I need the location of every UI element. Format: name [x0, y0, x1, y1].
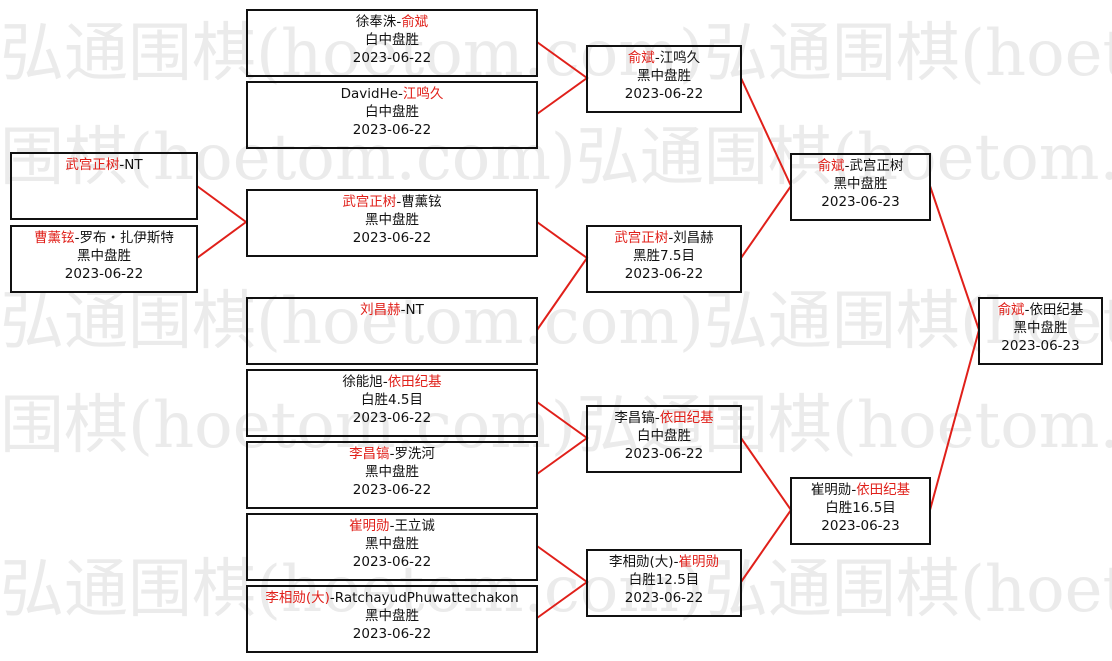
- black-player-name: 李相勋(大): [265, 590, 330, 606]
- match-result: 白中盘胜: [365, 32, 419, 48]
- black-player-name: 武宫正树: [614, 230, 669, 246]
- match-result: 白胜12.5目: [628, 572, 700, 588]
- bracket-connector: [536, 221, 589, 331]
- match-date: 2023-06-22: [352, 122, 432, 138]
- black-player-name: 俞斌: [997, 302, 1025, 318]
- black-player-name: 俞斌: [817, 158, 845, 174]
- black-player-name: 曹薰铉: [34, 230, 75, 246]
- black-player-name: 武宫正树: [342, 194, 397, 210]
- white-player-name: 崔明勋: [678, 554, 719, 570]
- match-date: 2023-06-22: [352, 626, 432, 642]
- white-player-name: 江鸣久: [659, 50, 701, 66]
- match-box[interactable]: 曹薰铉-罗布・扎伊斯特 黑中盘胜 2023-06-22: [10, 225, 198, 293]
- black-player-name: 俞斌: [627, 50, 655, 66]
- match-box[interactable]: 李昌镐-依田纪基 白中盘胜 2023-06-22: [586, 405, 742, 473]
- black-player-name: 刘昌赫: [360, 302, 401, 318]
- match-result: 黑胜7.5目: [633, 248, 695, 264]
- black-player-name: 李昌镐: [614, 410, 655, 426]
- match-result: 黑中盘胜: [365, 608, 419, 624]
- white-player-name: 依田纪基: [387, 374, 442, 390]
- match-box[interactable]: 李相勋(大)-RatchayudPhuwattechakon 黑中盘胜 2023…: [246, 585, 538, 653]
- match-box[interactable]: 武宫正树-刘昌赫 黑胜7.5目 2023-06-22: [586, 225, 742, 293]
- match-box[interactable]: 李昌镐-罗洗河 黑中盘胜 2023-06-22: [246, 441, 538, 509]
- bracket-connector: [740, 77, 793, 259]
- match-box[interactable]: 徐能旭-依田纪基 白胜4.5目 2023-06-22: [246, 369, 538, 437]
- match-result: 黑中盘胜: [1013, 320, 1068, 336]
- white-player-name: 王立诚: [394, 518, 435, 534]
- black-player-name: 崔明勋: [810, 482, 852, 498]
- match-date: 2023-06-22: [624, 86, 704, 102]
- black-player-name: 武宫正树: [65, 157, 120, 173]
- white-player-name: 罗布・扎伊斯特: [79, 230, 174, 246]
- match-date: 2023-06-22: [624, 446, 704, 462]
- black-player-name: 徐奉洙: [355, 14, 397, 30]
- bracket-connector: [536, 401, 589, 475]
- match-box[interactable]: 俞斌-江鸣久 黑中盘胜 2023-06-22: [586, 45, 742, 113]
- match-box[interactable]: 徐奉洙-俞斌 白中盘胜 2023-06-22: [246, 9, 538, 77]
- match-date: 2023-06-22: [352, 50, 432, 66]
- white-player-name: 罗洗河: [394, 446, 435, 462]
- match-date: 2023-06-22: [624, 266, 704, 282]
- match-date: 2023-06-22: [352, 410, 432, 426]
- match-result: 白中盘胜: [365, 104, 419, 120]
- match-result: 白胜4.5目: [361, 392, 423, 408]
- bracket-connector: [929, 185, 981, 511]
- match-date: 2023-06-23: [1001, 338, 1080, 354]
- match-box[interactable]: 刘昌赫-NT: [246, 297, 538, 365]
- white-player-name: 依田纪基: [856, 482, 911, 498]
- match-box[interactable]: DavidHe-江鸣久 白中盘胜 2023-06-22: [246, 81, 538, 149]
- bracket-connector: [740, 437, 793, 583]
- bracket-connector: [536, 545, 589, 619]
- bracket-connector: [536, 41, 589, 115]
- white-player-name: 江鸣久: [402, 86, 444, 102]
- white-player-name: 依田纪基: [1029, 302, 1084, 318]
- match-box[interactable]: 武宫正树-曹薰铉 黑中盘胜 2023-06-22: [246, 189, 538, 257]
- black-player-name: 崔明勋: [349, 518, 390, 534]
- match-box[interactable]: 武宫正树-NT: [10, 152, 198, 220]
- match-result: 黑中盘胜: [365, 464, 419, 480]
- match-date: 2023-06-23: [821, 194, 900, 210]
- white-player-name: 曹薰铉: [401, 194, 442, 210]
- black-player-name: DavidHe: [340, 86, 399, 102]
- match-result: 黑中盘胜: [365, 212, 419, 228]
- white-player-name: NT: [405, 302, 424, 318]
- bracket-connector: [196, 185, 248, 259]
- match-box[interactable]: 崔明勋-依田纪基 白胜16.5目 2023-06-23: [790, 477, 931, 545]
- match-date: 2023-06-22: [352, 230, 432, 246]
- match-box[interactable]: 李相勋(大)-崔明勋 白胜12.5目 2023-06-22: [586, 549, 742, 617]
- final-match-box[interactable]: 俞斌-依田纪基 黑中盘胜 2023-06-23: [978, 297, 1103, 365]
- match-result: 黑中盘胜: [833, 176, 888, 192]
- white-player-name: 俞斌: [401, 14, 429, 30]
- match-date: 2023-06-22: [64, 266, 144, 282]
- match-date: 2023-06-22: [352, 554, 432, 570]
- match-date: 2023-06-22: [624, 590, 704, 606]
- white-player-name: 刘昌赫: [673, 230, 714, 246]
- match-result: 黑中盘胜: [365, 536, 419, 552]
- match-result: 黑中盘胜: [637, 68, 691, 84]
- white-player-name: 武宫正树: [849, 158, 904, 174]
- black-player-name: 李相勋(大): [609, 554, 674, 570]
- match-date: 2023-06-22: [352, 482, 432, 498]
- white-player-name: NT: [124, 157, 143, 173]
- match-result: 白中盘胜: [637, 428, 691, 444]
- match-result: 黑中盘胜: [77, 248, 131, 264]
- black-player-name: 李昌镐: [349, 446, 390, 462]
- white-player-name: RatchayudPhuwattechakon: [334, 590, 519, 606]
- match-result: 白胜16.5目: [825, 500, 896, 516]
- match-date: 2023-06-23: [821, 518, 900, 534]
- match-box[interactable]: 俞斌-武宫正树 黑中盘胜 2023-06-23: [790, 153, 931, 221]
- black-player-name: 徐能旭: [342, 374, 383, 390]
- match-box[interactable]: 崔明勋-王立诚 黑中盘胜 2023-06-22: [246, 513, 538, 581]
- white-player-name: 依田纪基: [659, 410, 714, 426]
